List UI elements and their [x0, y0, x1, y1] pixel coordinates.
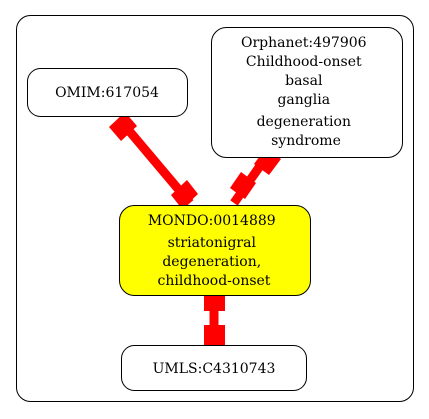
node-mondo[interactable]: MONDO:0014889 striatonigral degeneration…: [119, 205, 311, 296]
node-omim-line: OMIM:617054: [55, 85, 159, 101]
cluster-border: [16, 15, 414, 402]
node-umls-line: UMLS:C4310743: [153, 361, 276, 377]
node-mondo-line: childhood-onset: [158, 273, 271, 289]
node-orphanet-line: Orphanet:497906: [241, 35, 367, 51]
node-orphanet-line: basal: [285, 73, 323, 89]
node-orphanet-line: ganglia: [277, 92, 330, 108]
svg-text:MONDO:0014889 striaton: MONDO:0014889 striatonigral degeneration…: [148, 213, 280, 289]
svg-text:OMIM:617054: OMIM:617054: [55, 85, 159, 101]
node-orphanet-line: syndrome: [271, 133, 341, 149]
node-mondo-line: degeneration,: [162, 254, 261, 270]
node-orphanet[interactable]: Orphanet:497906 Childhood-onset basal ga…: [211, 27, 403, 158]
edge-mondo-to-umls: [204, 291, 225, 345]
node-omim[interactable]: OMIM:617054: [27, 68, 188, 117]
node-orphanet-line: Childhood-onset: [246, 54, 362, 70]
node-mondo-line: striatonigral: [168, 235, 257, 251]
svg-text:Orphanet:497906 Childh: Orphanet:497906 Childhood-onset basal ga…: [241, 35, 371, 149]
node-umls[interactable]: UMLS:C4310743: [121, 345, 307, 391]
edge-omim-to-mondo: [109, 112, 198, 209]
node-orphanet-line: degeneration: [257, 114, 351, 130]
node-mondo-line: MONDO:0014889: [148, 213, 276, 229]
svg-text:UMLS:C4310743: UMLS:C4310743: [153, 361, 276, 377]
